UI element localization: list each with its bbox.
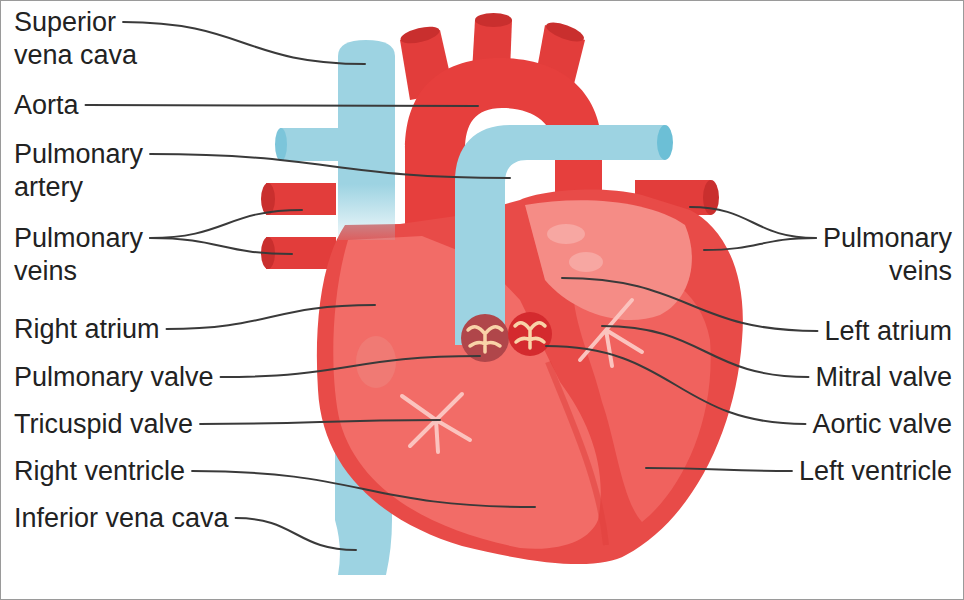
- heart-valves-part: [515, 323, 545, 348]
- part-label: Right ventricle: [14, 455, 254, 488]
- leader-line: [236, 518, 356, 550]
- part-label: Tricuspid valve: [14, 408, 254, 441]
- leader-line: [646, 468, 792, 471]
- pulmonary-artery-shape: [455, 125, 673, 345]
- part-label: Superior vena cava: [14, 6, 164, 72]
- part-label: Pulmonary veins: [802, 222, 952, 288]
- heart-valves-part: [461, 314, 509, 362]
- heart-valves: [461, 312, 552, 362]
- heart-valves-part: [508, 312, 552, 356]
- valve-leaflets-part: [580, 300, 642, 366]
- part-label: Right atrium: [14, 313, 214, 346]
- leader-line: [86, 105, 478, 106]
- aorta-shape-part: [544, 19, 586, 46]
- pulmonary-artery-shape-part: [455, 125, 665, 345]
- part-label: Aorta: [14, 89, 164, 122]
- part-label: Inferior vena cava: [14, 502, 274, 535]
- leader-line: [602, 326, 808, 377]
- part-label: Left atrium: [752, 315, 952, 348]
- heart-body-part: [569, 252, 603, 272]
- leader-line: [150, 154, 510, 178]
- leader-line: [221, 356, 480, 377]
- part-label: Pulmonary artery: [14, 138, 164, 204]
- part-label: Left ventricle: [752, 455, 952, 488]
- valve-leaflets-part: [402, 394, 470, 452]
- leader-line: [150, 238, 292, 254]
- leader-line: [562, 278, 817, 331]
- leader-line: [690, 207, 816, 238]
- leader-line: [150, 210, 302, 238]
- superior-vena-cava-shape-part: [338, 40, 395, 240]
- leader-line: [167, 305, 375, 329]
- heart-valves-part: [468, 327, 502, 352]
- pulmonary-artery-branch-part: [275, 128, 287, 161]
- heart-body-part: [547, 224, 585, 244]
- heart-body-part: [548, 362, 606, 545]
- heart-body-part: [525, 200, 692, 320]
- superior-vena-cava-shape: [338, 40, 395, 240]
- pulmonary-artery-shape-part: [657, 125, 673, 160]
- part-label: Pulmonary veins: [14, 222, 164, 288]
- pulmonary-vein-shapes-part: [261, 183, 275, 215]
- leader-line: [200, 420, 440, 424]
- leader-line: [704, 238, 816, 250]
- leader-line: [123, 22, 365, 64]
- valve-leaflets: [402, 300, 642, 452]
- leader-line: [546, 346, 805, 424]
- part-label: Pulmonary valve: [14, 361, 254, 394]
- aorta-shape-part: [399, 23, 441, 46]
- part-label: Mitral valve: [752, 361, 952, 394]
- aorta-shape-part: [475, 13, 512, 27]
- leader-line: [192, 471, 535, 507]
- part-label: Aortic valve: [752, 408, 952, 441]
